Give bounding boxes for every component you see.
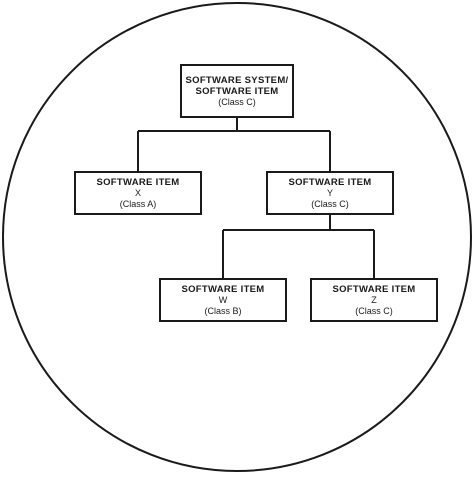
- node-x-title: SOFTWARE ITEM: [96, 176, 180, 188]
- node-y-title: SOFTWARE ITEM: [288, 176, 372, 188]
- connectors: [137, 118, 375, 278]
- node-software-item-x: SOFTWARE ITEM X (Class A): [74, 171, 202, 215]
- node-x-name: X: [134, 187, 141, 198]
- node-software-item-w: SOFTWARE ITEM W (Class B): [159, 278, 287, 322]
- node-software-item-z: SOFTWARE ITEM Z (Class C): [310, 278, 438, 322]
- node-w-name: W: [218, 294, 228, 305]
- node-w-title: SOFTWARE ITEM: [181, 283, 265, 295]
- node-software-system: SOFTWARE SYSTEM/ SOFTWARE ITEM (Class C): [180, 64, 294, 118]
- node-z-title: SOFTWARE ITEM: [332, 283, 416, 295]
- node-y-class: (Class C): [311, 198, 349, 209]
- boundary-circle: [2, 2, 472, 472]
- node-z-class: (Class C): [355, 305, 393, 316]
- node-z-name: Z: [371, 294, 377, 305]
- node-x-class: (Class A): [119, 198, 157, 209]
- node-root-line1: SOFTWARE SYSTEM/: [185, 74, 289, 86]
- node-software-item-y: SOFTWARE ITEM Y (Class C): [266, 171, 394, 215]
- node-root-line2: SOFTWARE ITEM: [195, 85, 279, 97]
- node-w-class: (Class B): [204, 305, 242, 316]
- node-root-class: (Class C): [218, 96, 256, 107]
- node-y-name: Y: [326, 187, 333, 198]
